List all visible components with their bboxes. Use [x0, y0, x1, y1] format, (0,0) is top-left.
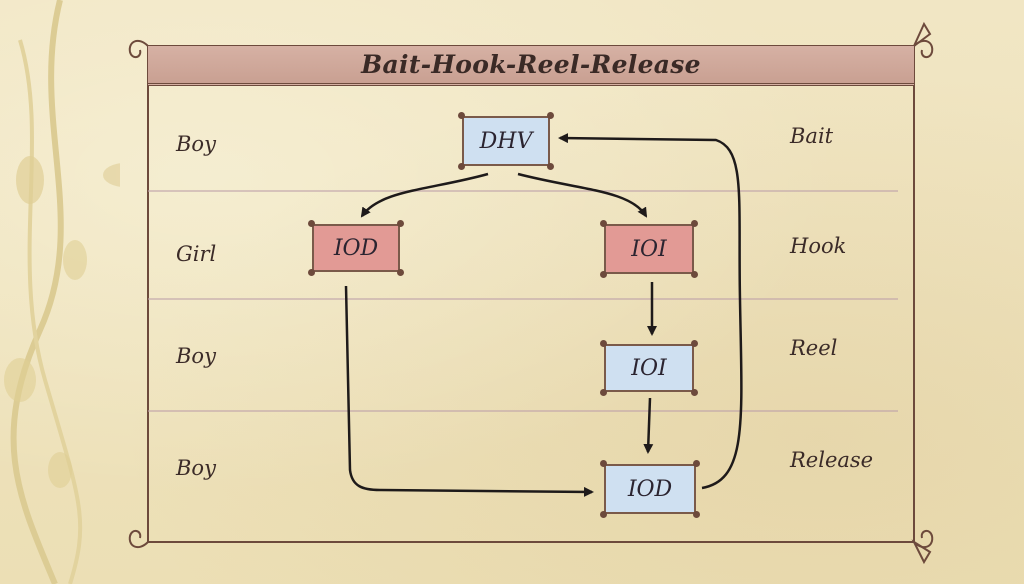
right-label-hook: Hook	[790, 234, 847, 258]
row-divider	[148, 190, 898, 192]
arrow-ioi-blue-to-iod	[643, 397, 654, 454]
row-divider	[148, 298, 898, 300]
node-iod-bottom-label: IOD	[627, 476, 673, 502]
left-label-boy-2: Boy	[176, 344, 216, 368]
node-iod-left: IOD	[308, 220, 404, 276]
title-bar: Bait-Hook-Reel-Release	[148, 46, 914, 86]
right-label-bait: Bait	[790, 124, 834, 148]
left-label-girl: Girl	[176, 242, 217, 266]
arrow-dhv-to-iod	[360, 172, 489, 218]
row-divider	[148, 410, 898, 412]
node-dhv: DHV	[458, 112, 554, 170]
left-label-boy-1: Boy	[176, 132, 216, 156]
arrow-iod-to-dhv	[558, 133, 743, 490]
right-label-release: Release	[790, 448, 874, 472]
diagram-title: Bait-Hook-Reel-Release	[361, 50, 701, 79]
vine-decoration	[4, 0, 120, 584]
arrow-iod-to-iod-bottom	[344, 285, 594, 497]
left-label-boy-3: Boy	[176, 456, 216, 480]
node-ioi-blue: IOI	[600, 340, 698, 396]
node-dhv-label: DHV	[479, 128, 533, 154]
node-ioi-blue-label: IOI	[631, 355, 667, 381]
node-iod-left-label: IOD	[333, 235, 379, 261]
node-ioi-red: IOI	[600, 220, 698, 278]
node-iod-bottom: IOD	[600, 460, 700, 518]
arrow-dhv-to-ioi-red	[517, 172, 648, 218]
right-label-reel: Reel	[790, 336, 838, 360]
node-ioi-red-label: IOI	[631, 236, 667, 262]
